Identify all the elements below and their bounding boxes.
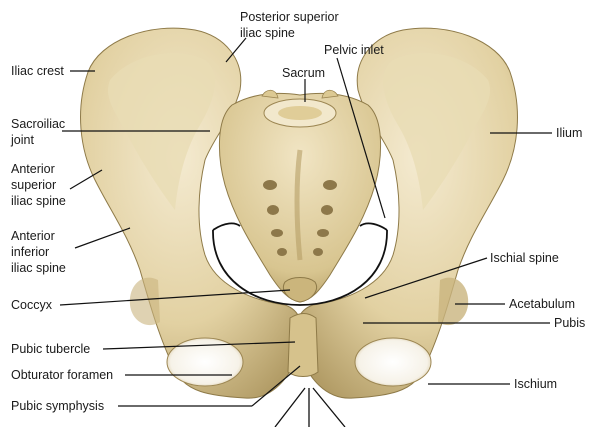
label-ischial-spine: Ischial spine	[490, 251, 559, 265]
label-posterior-superior-iliac-spine-1: Posterior superior	[240, 10, 339, 24]
label-sacroiliac-joint-2: joint	[10, 133, 34, 147]
pubic-symphysis-shape	[288, 314, 318, 377]
label-ilium: Ilium	[556, 126, 582, 140]
label-acetabulum: Acetabulum	[509, 297, 575, 311]
label-anterior-superior-iliac-spine-1: Anterior	[11, 162, 55, 176]
label-coccyx: Coccyx	[11, 298, 53, 312]
label-iliac-crest: Iliac crest	[11, 64, 64, 78]
label-anterior-inferior-iliac-spine-1: Anterior	[11, 229, 55, 243]
label-ischium: Ischium	[514, 377, 557, 391]
label-anterior-superior-iliac-spine-2: superior	[11, 178, 56, 192]
label-anterior-inferior-iliac-spine-2: inferior	[11, 245, 49, 259]
label-anterior-inferior-iliac-spine-3: iliac spine	[11, 261, 66, 275]
label-anterior-superior-iliac-spine-3: iliac spine	[11, 194, 66, 208]
label-pubis: Pubis	[554, 316, 585, 330]
label-pubic-tubercle: Pubic tubercle	[11, 342, 90, 356]
label-pubic-symphysis: Pubic symphysis	[11, 399, 104, 413]
label-posterior-superior-iliac-spine-2: iliac spine	[240, 26, 295, 40]
label-sacroiliac-joint-1: Sacroiliac	[11, 117, 65, 131]
label-obturator-foramen: Obturator foramen	[11, 368, 113, 382]
label-pelvic-inlet: Pelvic inlet	[324, 43, 384, 57]
right-obturator-foramen	[355, 338, 431, 386]
label-sacrum: Sacrum	[282, 66, 325, 80]
